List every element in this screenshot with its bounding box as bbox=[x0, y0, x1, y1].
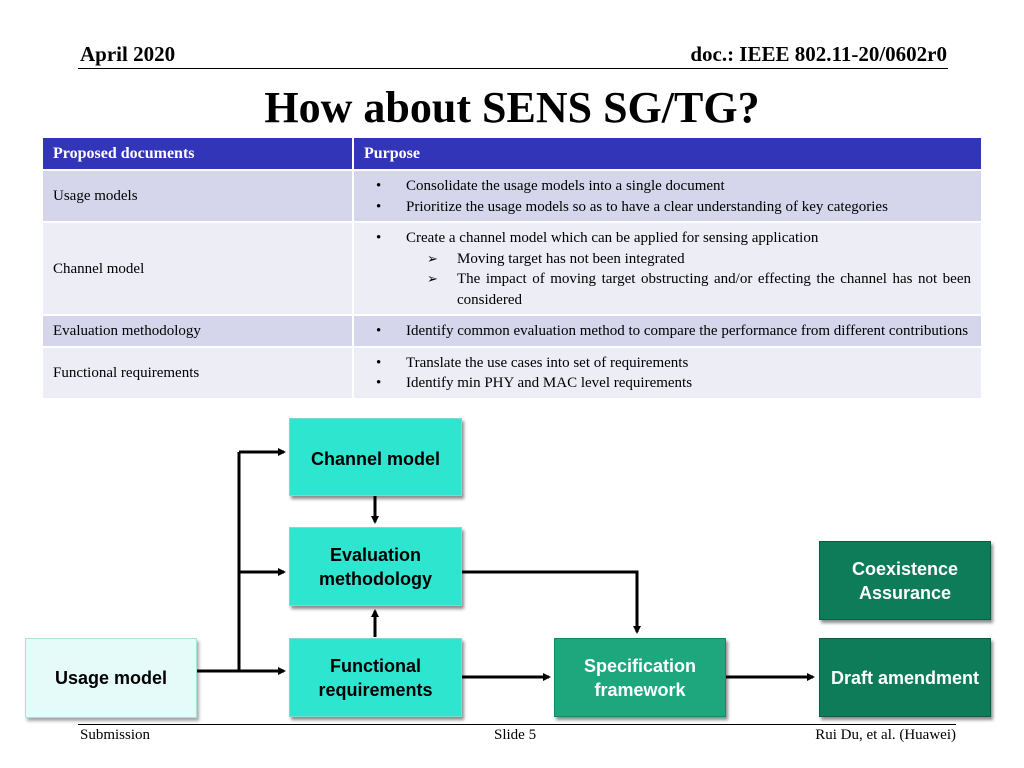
purpose-bullet: • Create a channel model which can be app… bbox=[364, 228, 971, 249]
box-evaluation-methodology: Evaluation methodology bbox=[289, 527, 462, 606]
bullet-icon: • bbox=[376, 230, 382, 246]
header-date: April 2020 bbox=[80, 42, 176, 66]
bullet-icon: • bbox=[376, 375, 382, 391]
purpose-bullet: • Identify min PHY and MAC level requirem… bbox=[364, 373, 971, 394]
bullet-icon: • bbox=[376, 178, 382, 194]
proposed-documents-table: Proposed documents Purpose Usage models … bbox=[43, 138, 981, 400]
box-specification-framework: Specification framework bbox=[554, 638, 726, 717]
bullet-text: Identify min PHY and MAC level requireme… bbox=[406, 375, 693, 391]
footer-slide-number: Slide 5 bbox=[494, 727, 537, 743]
header-purpose: Purpose bbox=[353, 138, 981, 170]
bullet-text: Identify common evaluation method to com… bbox=[406, 323, 969, 339]
arrow-evaluation-to-spec bbox=[462, 570, 641, 634]
arrow-bullet-icon: ➢ bbox=[427, 271, 438, 286]
bullet-text: Prioritize the usage models so as to hav… bbox=[406, 198, 888, 215]
purpose-bullet: • Prioritize the usage models so as to ha… bbox=[364, 197, 971, 218]
box-coexistence-assurance: Coexistence Assurance bbox=[819, 541, 991, 620]
table-row: Channel model • Create a channel model wh… bbox=[43, 222, 981, 315]
table-header-row: Proposed documents Purpose bbox=[43, 138, 981, 170]
bullet-icon: • bbox=[376, 323, 382, 339]
bullet-text: Consolidate the usage models into a sing… bbox=[406, 178, 725, 194]
bullet-icon: • bbox=[376, 354, 382, 371]
purpose-subbullet: ➢ The impact of moving target obstructing… bbox=[364, 269, 971, 310]
subbullet-text: The impact of moving target obstructing … bbox=[457, 271, 971, 308]
footer-submission: Submission bbox=[80, 727, 151, 743]
box-channel-model: Channel model bbox=[289, 418, 462, 496]
subbullet-text: Moving target has not been integrated bbox=[457, 250, 685, 267]
header-proposed-documents: Proposed documents bbox=[43, 138, 354, 170]
bullet-icon: • bbox=[376, 198, 382, 215]
row-purpose: • Translate the use cases into set of req… bbox=[353, 346, 981, 399]
arrow-bullet-icon: ➢ bbox=[427, 250, 438, 266]
slide-title: How about SENS SG/TG? bbox=[264, 83, 760, 132]
box-usage-model: Usage model bbox=[25, 638, 197, 718]
bullet-text: Translate the use cases into set of requ… bbox=[406, 354, 689, 371]
purpose-bullet: • Identify common evaluation method to co… bbox=[364, 321, 971, 342]
purpose-bullet: • Translate the use cases into set of req… bbox=[364, 353, 971, 374]
purpose-subbullet: ➢ Moving target has not been integrated bbox=[364, 249, 971, 270]
header-doc-id: doc.: IEEE 802.11-20/0602r0 bbox=[690, 42, 947, 66]
row-purpose: • Consolidate the usage models into a sin… bbox=[353, 170, 981, 222]
row-name: Usage models bbox=[43, 170, 354, 222]
purpose-bullet: • Consolidate the usage models into a sin… bbox=[364, 176, 971, 197]
box-draft-amendment: Draft amendment bbox=[819, 638, 991, 717]
row-name: Functional requirements bbox=[43, 346, 354, 399]
table-row: Evaluation methodology • Identify common … bbox=[43, 315, 981, 347]
header-divider bbox=[78, 68, 948, 69]
bullet-text: Create a channel model which can be appl… bbox=[406, 230, 819, 246]
table-row: Usage models • Consolidate the usage mode… bbox=[43, 170, 981, 222]
box-functional-requirements: Functional requirements bbox=[289, 638, 462, 717]
row-name: Channel model bbox=[43, 222, 354, 315]
row-purpose: • Identify common evaluation method to co… bbox=[353, 315, 981, 347]
row-purpose: • Create a channel model which can be app… bbox=[353, 222, 981, 315]
table-row: Functional requirements • Translate the u… bbox=[43, 346, 981, 399]
footer-author: Rui Du, et al. (Huawei) bbox=[815, 727, 956, 743]
row-name: Evaluation methodology bbox=[43, 315, 354, 347]
footer-divider bbox=[78, 724, 956, 725]
